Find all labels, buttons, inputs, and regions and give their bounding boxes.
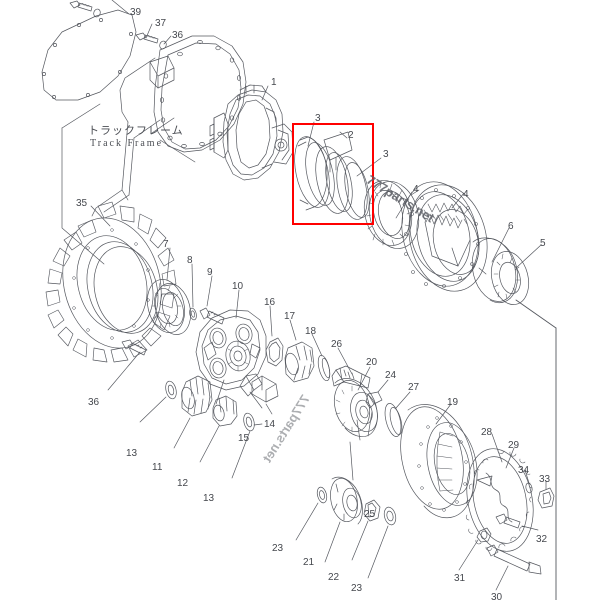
drum-housing bbox=[400, 404, 478, 519]
washer-13b bbox=[243, 412, 255, 432]
sun-gear-plate bbox=[333, 378, 378, 437]
callout-number: 39 bbox=[130, 7, 142, 18]
callout-number: 18 bbox=[305, 326, 317, 337]
ring-gear-assembly bbox=[401, 181, 488, 292]
callout-number: 30 bbox=[491, 592, 503, 600]
bearing-race-ring bbox=[363, 180, 420, 249]
callout-number: 26 bbox=[331, 339, 343, 350]
callout-number: 13 bbox=[126, 448, 138, 459]
washer-8 bbox=[189, 307, 197, 321]
callout-number: 11 bbox=[152, 462, 163, 473]
bolt-9 bbox=[199, 307, 225, 325]
nut-31 bbox=[476, 527, 492, 543]
washer-34 bbox=[525, 482, 533, 494]
callout-number: 35 bbox=[76, 198, 88, 209]
cover-bolt-group-left bbox=[69, 0, 101, 18]
long-bolt-30 bbox=[486, 544, 542, 575]
callout-number: 3 bbox=[383, 149, 389, 160]
callout-number: 33 bbox=[539, 474, 551, 485]
callout-number: 19 bbox=[447, 397, 459, 408]
callout-number: 25 bbox=[364, 509, 376, 520]
callout-number: 22 bbox=[328, 572, 340, 583]
callout-number: 23 bbox=[351, 583, 363, 594]
callout-number: 24 bbox=[385, 370, 397, 381]
track-frame-housing bbox=[91, 35, 247, 217]
callout-number: 15 bbox=[238, 433, 250, 444]
callout-number: 4 bbox=[413, 184, 419, 195]
coupling-shaft bbox=[331, 365, 371, 389]
travel-motor-assembly bbox=[209, 84, 294, 181]
callout-number: 27 bbox=[408, 382, 420, 393]
access-cover-plate bbox=[41, 9, 137, 101]
callout-number: 36 bbox=[172, 30, 184, 41]
cover-bolt-group-right bbox=[135, 32, 167, 50]
callout-number: 2 bbox=[348, 130, 354, 141]
bolt-32 bbox=[495, 513, 521, 529]
track-frame-english-label: Track Frame bbox=[90, 138, 164, 149]
seal-ring-7 bbox=[147, 279, 192, 335]
washer-23 bbox=[383, 506, 397, 526]
needle-bearing-11 bbox=[181, 375, 213, 417]
callout-number: 13 bbox=[203, 493, 215, 504]
planetary-carrier bbox=[195, 309, 267, 391]
callout-number: 17 bbox=[284, 311, 296, 322]
callout-number: 34 bbox=[518, 465, 530, 476]
roller-bearing-17 bbox=[284, 341, 315, 383]
callout-number: 8 bbox=[187, 255, 193, 266]
snap-ring-18 bbox=[317, 354, 331, 382]
callout-number: 5 bbox=[540, 238, 546, 249]
drive-sprocket bbox=[45, 201, 177, 363]
spacer-25 bbox=[363, 499, 381, 522]
pin-24 bbox=[365, 391, 383, 409]
retaining-ring-27 bbox=[384, 403, 403, 437]
floating-seal-ring-set bbox=[294, 131, 370, 220]
callout-number: 3 bbox=[315, 113, 321, 124]
callout-number: 9 bbox=[207, 267, 213, 278]
track-frame-japanese-label: トラックフレーム bbox=[88, 124, 184, 137]
sprocket-bolt bbox=[121, 339, 147, 356]
callout-number: 6 bbox=[508, 221, 514, 232]
bushing-16 bbox=[265, 337, 284, 367]
bearing-washer-13a bbox=[165, 380, 177, 400]
plug-33 bbox=[537, 487, 555, 509]
callout-number: 16 bbox=[264, 297, 276, 308]
callout-number: 4 bbox=[463, 189, 469, 200]
end-cover-plate bbox=[465, 448, 534, 552]
callout-number: 36 bbox=[88, 397, 100, 408]
callout-number: 12 bbox=[177, 478, 189, 489]
callout-number: 20 bbox=[366, 357, 378, 368]
callout-number: 1 bbox=[271, 77, 277, 88]
callout-number: 7 bbox=[163, 239, 169, 250]
bearing-hub-22 bbox=[330, 476, 363, 525]
callout-number: 14 bbox=[264, 419, 276, 430]
dowel-pin bbox=[239, 373, 263, 397]
callout-number: 32 bbox=[536, 534, 548, 545]
hub-flange bbox=[471, 237, 529, 305]
washer-21 bbox=[316, 486, 328, 504]
callout-number: 31 bbox=[454, 573, 466, 584]
callout-number: 29 bbox=[508, 440, 520, 451]
callout-number: 37 bbox=[155, 18, 167, 29]
roller-12 bbox=[212, 395, 238, 427]
callout-number: 23 bbox=[272, 543, 284, 554]
callout-number: 28 bbox=[481, 427, 493, 438]
callout-number: 21 bbox=[303, 557, 315, 568]
callout-number: 10 bbox=[232, 281, 244, 292]
output-shaft-14 bbox=[251, 375, 279, 403]
